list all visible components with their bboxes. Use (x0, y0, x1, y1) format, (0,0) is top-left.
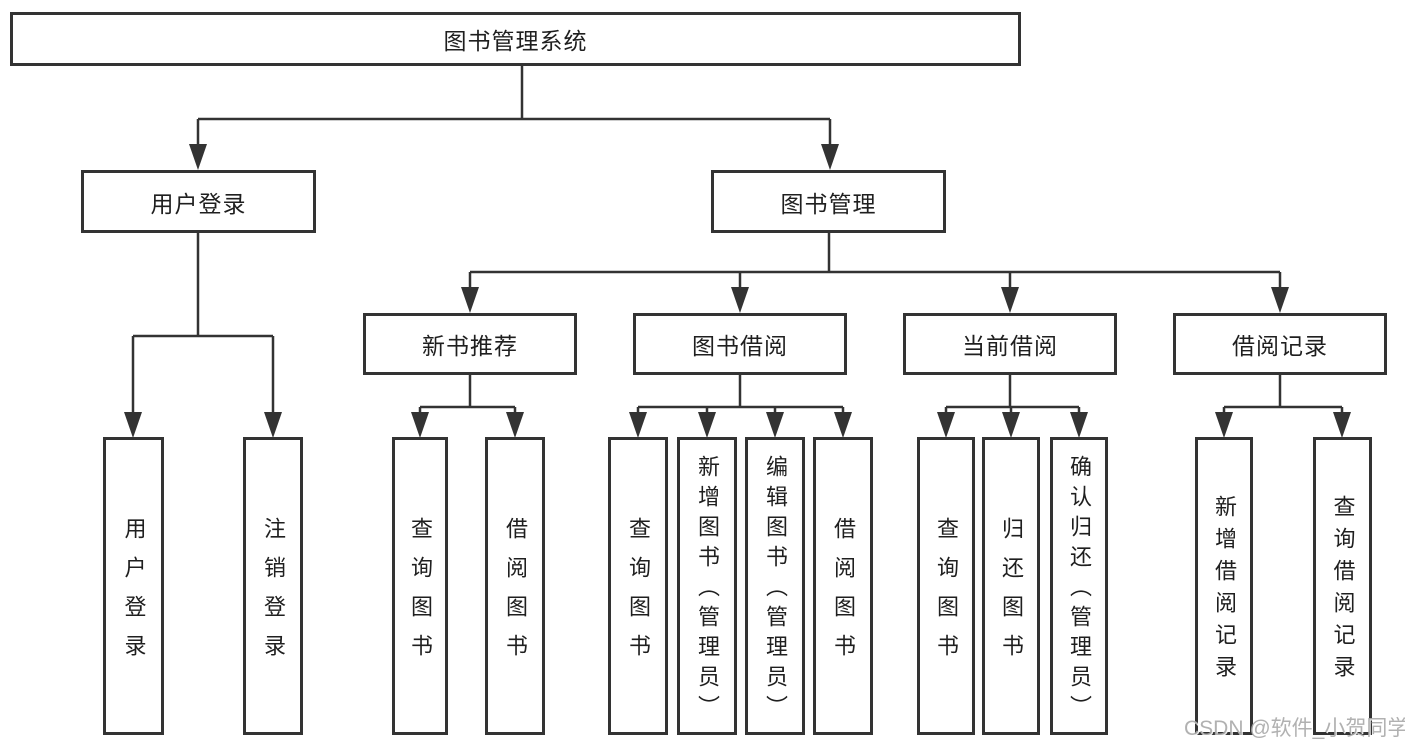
arrow-icon (1001, 287, 1019, 313)
arrow-icon (461, 287, 479, 313)
node-book-borrow: 图书借阅 (633, 313, 847, 375)
leaf-label: 确认归还（管理员） (1067, 455, 1092, 725)
connector-record-split (1222, 375, 1344, 420)
leaf-query-books-borrow: 查询图书 (608, 437, 668, 735)
arrow-icon (766, 412, 784, 438)
arrow-icon (264, 412, 282, 438)
arrow-icon (1333, 412, 1351, 438)
leaf-label: 借阅图书 (831, 516, 856, 673)
connector-recommend-split (418, 375, 517, 420)
leaf-logout: 注销登录 (243, 437, 303, 735)
node-new-book-recommend: 新书推荐 (363, 313, 577, 375)
arrow-icon (629, 412, 647, 438)
leaf-label: 用户登录 (121, 516, 147, 673)
leaf-label: 新增借阅记录 (1212, 495, 1237, 687)
arrow-icon (411, 412, 429, 438)
leaf-return-books: 归还图书 (982, 437, 1040, 735)
node-root: 图书管理系统 (10, 12, 1021, 66)
leaf-label: 查询借阅记录 (1330, 495, 1356, 687)
arrow-icon (1215, 412, 1233, 438)
arrow-icon (506, 412, 524, 438)
connector-root-split (196, 66, 832, 150)
leaf-label: 归还图书 (999, 516, 1024, 673)
connector-borrow-split (636, 375, 845, 420)
arrow-icon (698, 412, 716, 438)
arrow-icon (937, 412, 955, 438)
leaf-confirm-return-admin: 确认归还（管理员） (1050, 437, 1108, 735)
arrow-icon (821, 144, 839, 170)
leaf-query-borrow-record: 查询借阅记录 (1313, 437, 1372, 735)
leaf-label: 查询图书 (934, 516, 959, 673)
leaf-query-books-recommend: 查询图书 (392, 437, 448, 735)
leaf-user-login: 用户登录 (103, 437, 164, 735)
arrow-icon (731, 287, 749, 313)
node-login-branch: 用户登录 (81, 170, 316, 233)
leaf-label: 查询图书 (408, 516, 433, 673)
arrow-icon (1070, 412, 1088, 438)
csdn-watermark: CSDN @软件_小贺同学 (1184, 717, 1405, 740)
node-borrow-record: 借阅记录 (1173, 313, 1387, 375)
arrowheads (124, 144, 1351, 438)
arrow-icon (1271, 287, 1289, 313)
arrow-icon (834, 412, 852, 438)
leaf-add-borrow-record: 新增借阅记录 (1195, 437, 1253, 735)
connector-login-split (131, 233, 275, 420)
node-current-borrow: 当前借阅 (903, 313, 1117, 375)
arrow-icon (124, 412, 142, 438)
leaf-borrow-books: 借阅图书 (813, 437, 873, 735)
leaf-add-books-admin: 新增图书（管理员） (677, 437, 737, 735)
arrow-icon (189, 144, 207, 170)
arrow-icon (1002, 412, 1020, 438)
leaf-edit-books-admin: 编辑图书（管理员） (745, 437, 805, 735)
leaf-borrow-books-recommend: 借阅图书 (485, 437, 545, 735)
leaf-label: 注销登录 (261, 516, 286, 673)
node-mgmt-branch: 图书管理 (711, 170, 946, 233)
leaf-label: 新增图书（管理员） (695, 455, 720, 725)
leaf-label: 查询图书 (626, 516, 651, 673)
connector-mgmt-split (468, 233, 1282, 293)
leaf-query-books-current: 查询图书 (917, 437, 975, 735)
leaf-label: 编辑图书（管理员） (763, 455, 788, 725)
leaf-label: 借阅图书 (503, 516, 528, 673)
